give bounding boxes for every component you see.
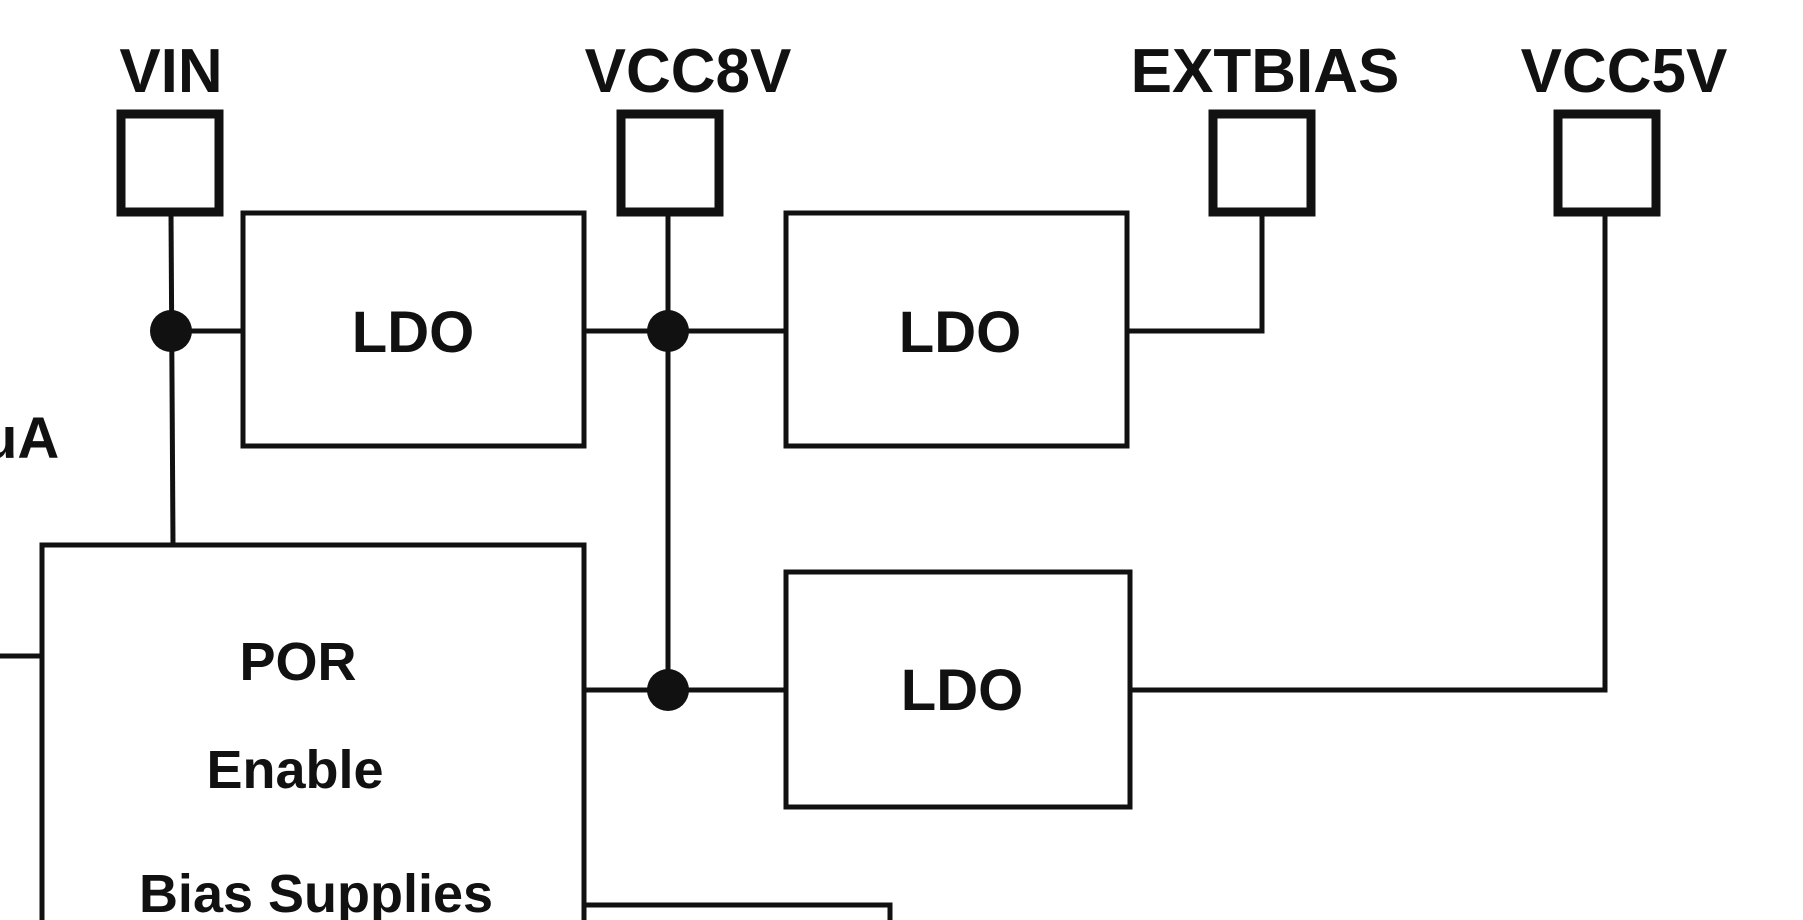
vin-pin xyxy=(116,109,224,217)
ldo3-box xyxy=(783,569,1133,810)
vin-junction xyxy=(150,310,192,352)
por-block-box xyxy=(39,542,587,920)
vcc5v-label: VCC5V xyxy=(1521,37,1728,106)
cut-off-current-label: uA xyxy=(0,406,59,471)
vcc8v-label: VCC8V xyxy=(585,37,792,106)
extbias-label: EXTBIAS xyxy=(1131,37,1400,106)
ldo1-label: LDO xyxy=(352,300,474,365)
por-label: POR xyxy=(239,632,356,692)
vcc8v-junction-top xyxy=(647,310,689,352)
ldo3-to-vcc5v-wire xyxy=(1127,210,1608,693)
vcc5v-pin xyxy=(1553,109,1661,217)
ldo1-box xyxy=(240,210,587,449)
ldo2-box xyxy=(783,210,1130,449)
enable-label: Enable xyxy=(206,740,383,800)
por-bottom-output-wire xyxy=(581,902,893,920)
vin-label: VIN xyxy=(119,37,222,106)
ldo2-to-extbias-wire xyxy=(1124,210,1265,334)
ldo3-label: LDO xyxy=(901,658,1023,723)
bias-supplies-label: Bias Supplies xyxy=(139,864,493,920)
vin-wire xyxy=(168,210,176,548)
extbias-pin xyxy=(1208,109,1316,217)
vcc8v-junction-bottom xyxy=(647,669,689,711)
vcc8v-pin xyxy=(616,109,724,217)
ldo2-label: LDO xyxy=(899,300,1021,365)
